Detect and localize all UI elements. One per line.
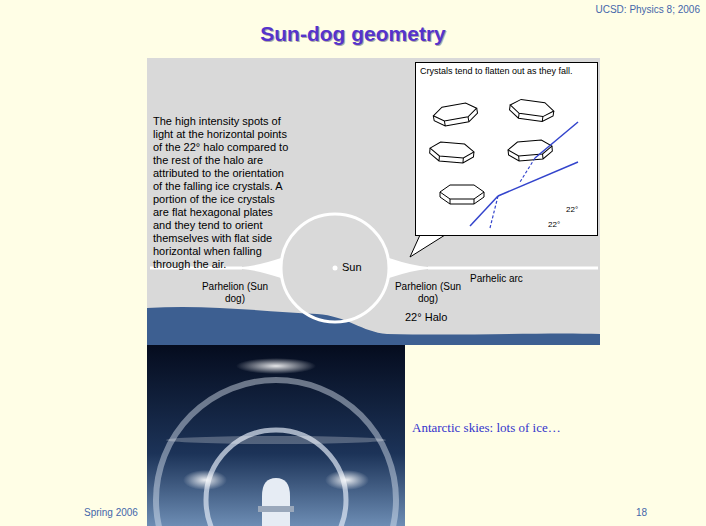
slide-header: UCSD: Physics 8; 2006 [500, 4, 700, 16]
description-text: The high intensity spots of light at the… [153, 115, 415, 271]
sun-label: Sun [342, 261, 362, 274]
text-area: Crystals tend to flatten out as they fal… [420, 66, 592, 77]
light-ray [535, 122, 578, 158]
sun-dog [389, 258, 428, 278]
ice-crystal [507, 139, 552, 162]
light-ray [470, 196, 498, 226]
arc-label: Parhelic arc [470, 273, 523, 285]
halo-label: 22° Halo [405, 311, 447, 324]
ice-crystal [509, 98, 555, 123]
panel-ground [147, 58, 600, 345]
horizon [147, 307, 600, 345]
parhelion-label: Parhelion (Sun dog) [200, 281, 270, 305]
callout-pointer [410, 235, 445, 257]
photo-caption: Antarctic skies: lots of ice… [412, 420, 561, 436]
sun-dog [242, 258, 281, 278]
inset-caption: Crystals tend to flatten out as they fal… [420, 66, 592, 77]
inset-frame [416, 63, 598, 236]
parhelion-label: Parhelion (Sun dog) [393, 281, 463, 305]
sun-dot [333, 266, 338, 271]
slide-number: 18 [636, 507, 647, 519]
angle-label: 22° [566, 205, 578, 215]
light-ray [520, 158, 535, 182]
parhelic-arc [428, 267, 598, 270]
ice-crystal [429, 141, 474, 164]
halo-ring [281, 214, 389, 322]
ice-crystal [432, 101, 479, 127]
ice-crystal [440, 185, 484, 204]
sky-photo [147, 345, 405, 526]
slide-title: Sun-dog geometry [0, 22, 706, 46]
wrap-spacer [290, 191, 415, 251]
diagram-panel: The high intensity spots of light at the… [147, 58, 600, 345]
footer-date: Spring 2006 [84, 507, 138, 519]
angle-label: 22° [548, 220, 560, 230]
light-ray [498, 162, 578, 196]
text-area: The high intensity spots of light at the… [153, 115, 415, 271]
